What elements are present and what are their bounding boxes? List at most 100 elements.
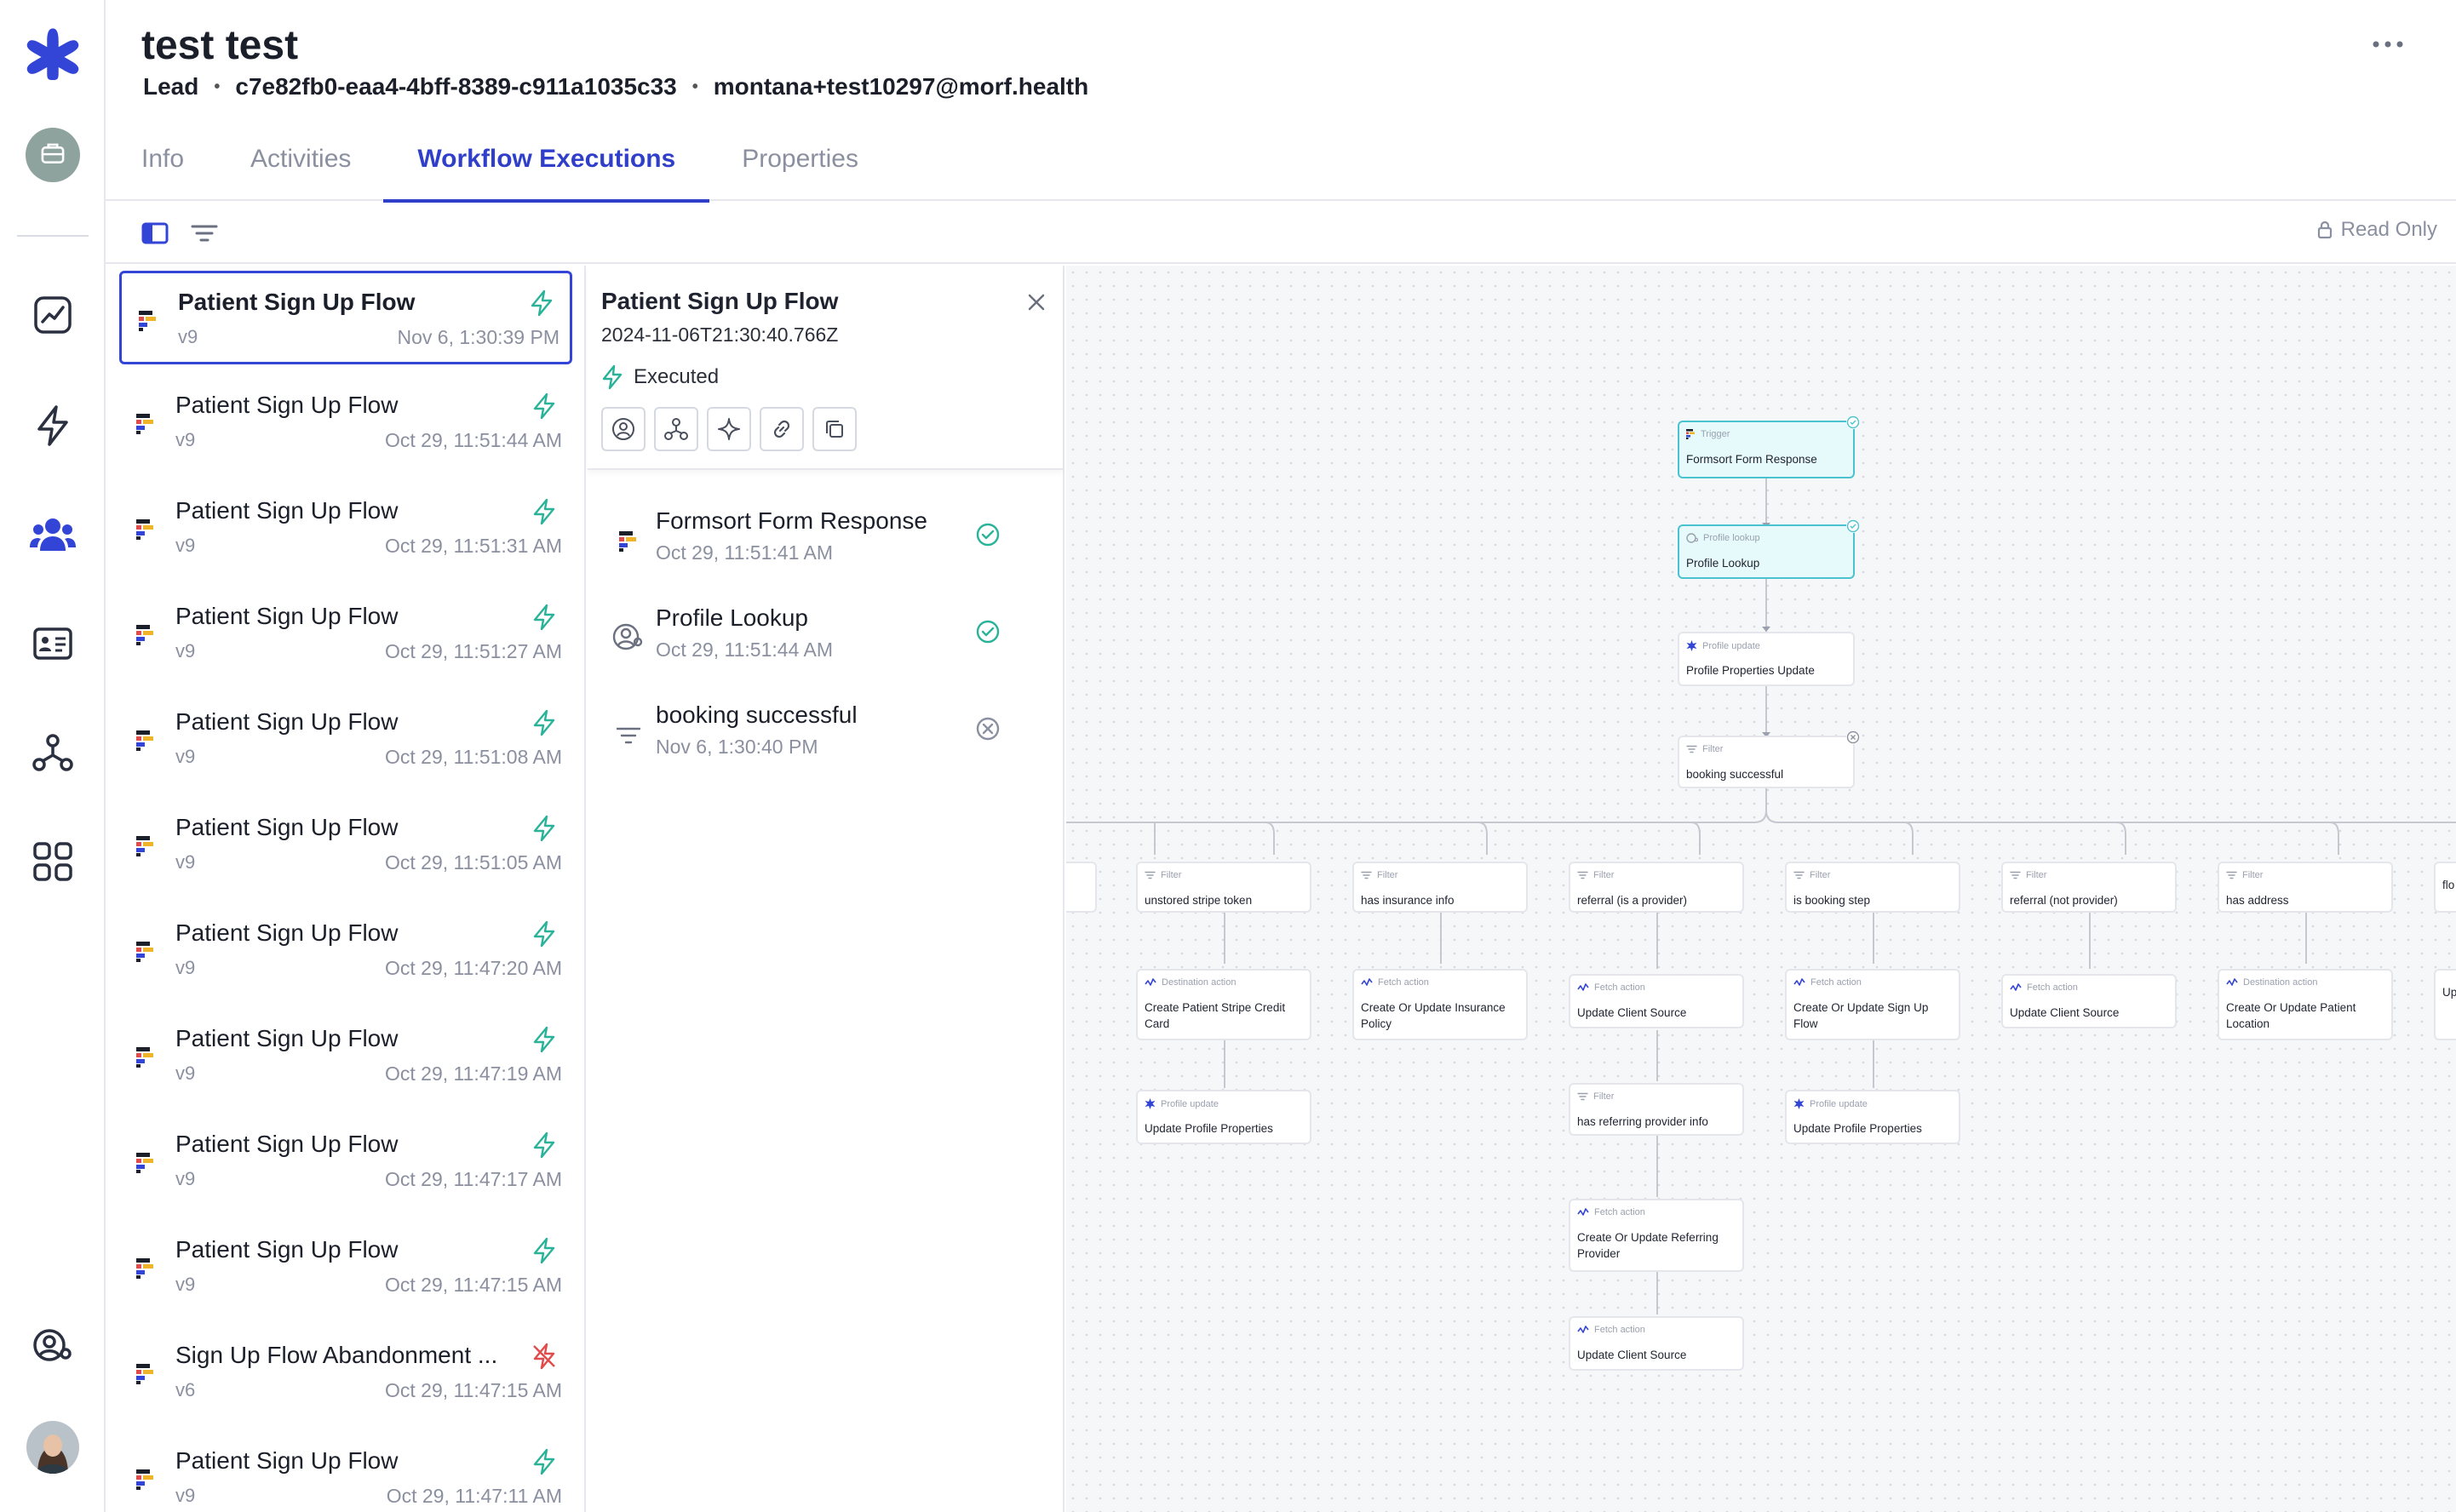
close-icon[interactable]: [1024, 289, 1049, 315]
read-only-label: Read Only: [2340, 218, 2437, 241]
contact-card-icon[interactable]: [26, 616, 80, 671]
execution-timestamp: 2024-11-06T21:30:40.766Z: [601, 324, 839, 346]
node-label: referral (is a provider): [1577, 894, 1688, 907]
fetch-action-icon: [1577, 1208, 1589, 1216]
view-profile-button[interactable]: [601, 407, 646, 451]
profile-tabs: Info Activities Workflow Executions Prop…: [141, 136, 925, 203]
execution-date: Oct 29, 11:51:44 AM: [385, 429, 562, 451]
view-workflow-button[interactable]: [654, 407, 698, 451]
execution-version: v9: [175, 640, 196, 662]
execution-detail-header: Patient Sign Up Flow 2024-11-06T21:30:40…: [588, 266, 1063, 470]
node-label: flo: [2442, 879, 2455, 891]
user-settings-icon[interactable]: [26, 1320, 80, 1374]
formsort-logo-icon: [1686, 429, 1695, 439]
formsort-logo-icon: [139, 311, 156, 331]
tab-properties[interactable]: Properties: [742, 145, 858, 173]
morf-logo-icon: [1793, 1098, 1805, 1109]
workflow-node-partial[interactable]: [1066, 862, 1097, 913]
more-options-icon[interactable]: [2362, 26, 2413, 63]
node-type: Filter: [1145, 870, 1181, 880]
formsort-logo-icon: [136, 1364, 153, 1384]
workflow-node[interactable]: Up at: [2434, 969, 2456, 1040]
profile-type: Lead: [143, 73, 199, 100]
copy-button[interactable]: [812, 407, 857, 451]
node-type: Fetch action: [1361, 977, 1429, 988]
bolt-icon: [533, 1131, 555, 1159]
profiles-users-icon[interactable]: [26, 507, 80, 562]
node-type: Fetch action: [1577, 1207, 1645, 1217]
node-type: Destination action: [2226, 977, 2317, 988]
step-date: Nov 6, 1:30:40 PM: [656, 736, 818, 758]
execution-date: Oct 29, 11:47:17 AM: [385, 1168, 562, 1190]
node-type-label: Fetch action: [1810, 977, 1862, 988]
morf-logo-icon[interactable]: [26, 26, 80, 80]
workflow-node[interactable]: flo: [2434, 862, 2456, 913]
integrations-webhook-icon[interactable]: [26, 725, 80, 780]
execution-status-icon: [530, 603, 559, 632]
execution-name: Patient Sign Up Flow: [175, 1025, 399, 1051]
tab-activities[interactable]: Activities: [250, 145, 352, 173]
retry-button[interactable]: [707, 407, 751, 451]
execution-title: Patient Sign Up Flow: [601, 288, 839, 314]
node-label: Profile Properties Update: [1686, 664, 1815, 677]
filter-icon[interactable]: [187, 216, 221, 250]
briefcase-icon[interactable]: [26, 128, 80, 182]
bolt-icon: [531, 289, 553, 317]
node-type-label: Filter: [1377, 870, 1398, 880]
avatar[interactable]: [26, 1420, 80, 1475]
analytics-icon[interactable]: [26, 288, 80, 342]
bolt-icon: [602, 364, 623, 390]
formsort-logo-icon: [136, 519, 153, 540]
execution-version: v9: [175, 957, 196, 978]
toggle-sidebar-icon[interactable]: [138, 216, 172, 250]
workflows-bolt-icon[interactable]: [26, 398, 80, 453]
copy-link-button[interactable]: [760, 407, 804, 451]
node-type-label: Profile lookup: [1703, 533, 1760, 543]
execution-version: v9: [175, 1168, 196, 1189]
formsort-logo-icon: [136, 1153, 155, 1173]
apps-grid-icon[interactable]: [26, 834, 80, 889]
tab-workflow-executions[interactable]: Workflow Executions: [383, 136, 710, 203]
filter-icon: [1145, 871, 1156, 879]
tab-info[interactable]: Info: [141, 145, 185, 173]
step-icon: [611, 621, 646, 656]
bolt-icon: [533, 920, 555, 948]
